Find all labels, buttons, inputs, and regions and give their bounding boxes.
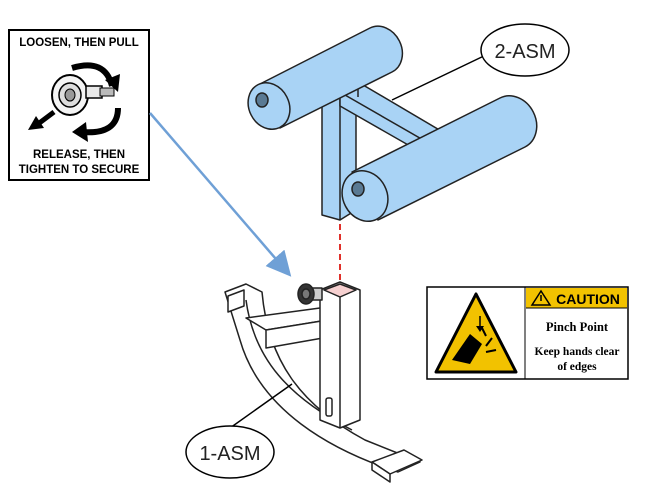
pinch-point-warning-icon	[434, 292, 518, 374]
caution-hazard-title: Pinch Point	[546, 320, 609, 334]
caution-header: CAUTION	[556, 291, 620, 307]
roller-pad-back	[247, 25, 404, 130]
roller-pad-front	[341, 95, 538, 222]
knob-pull-icon	[28, 62, 121, 142]
callout-lower-label: 1-ASM	[199, 443, 260, 465]
base-frame-assembly	[224, 281, 423, 483]
adjustment-knob	[297, 283, 323, 305]
callout-upper-label: 2-ASM	[494, 41, 555, 63]
caution-message-line2: of edges	[557, 361, 597, 373]
caution-label: CAUTION Pinch Point Keep hands clear of …	[426, 286, 629, 380]
callout-upper-assembly: 2-ASM	[391, 23, 570, 101]
caution-message-line1: Keep hands clear	[535, 346, 620, 358]
leg-roller-assembly	[247, 25, 538, 222]
instruction-top-text: LOOSEN, THEN PULL	[19, 37, 138, 49]
instruction-bottom-line2: TIGHTEN TO SECURE	[19, 164, 140, 176]
pointer-arrow	[149, 112, 292, 277]
instruction-bottom-line1: RELEASE, THEN	[33, 149, 125, 161]
instruction-box: LOOSEN, THEN PULL RELEASE, THEN TIGHTEN …	[8, 29, 150, 181]
caution-triangle-icon	[530, 289, 552, 306]
callout-lower-assembly: 1-ASM	[185, 383, 293, 479]
